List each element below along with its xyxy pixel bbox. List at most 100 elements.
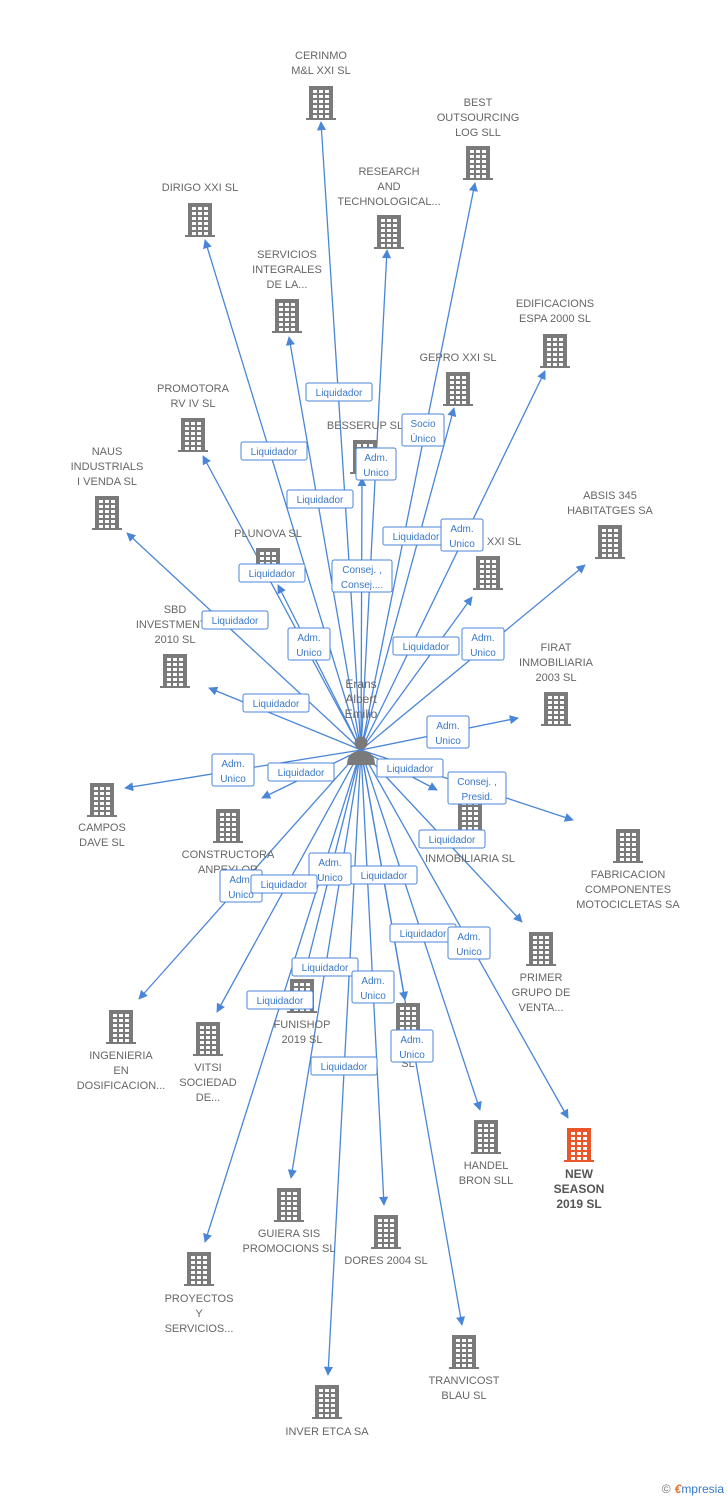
relation-label[interactable]: Adm.Unico	[440, 518, 484, 552]
relation-label[interactable]: Liquidador	[267, 762, 335, 782]
relation-label[interactable]: Liquidador	[382, 526, 450, 546]
relation-label[interactable]: Liquidador	[305, 382, 373, 402]
company-label-line: MOTOCICLETAS SA	[576, 899, 680, 911]
relation-text: Liquidador	[261, 880, 308, 891]
building-window	[571, 1152, 575, 1155]
company-node-inver[interactable]: INVER ETCA SA	[285, 1385, 369, 1438]
relation-label[interactable]: Adm.Unico	[308, 852, 352, 886]
relation-label[interactable]: Liquidador	[201, 610, 269, 630]
building-window	[232, 833, 236, 836]
building-window	[450, 381, 454, 384]
building-window	[462, 1349, 466, 1352]
relation-box	[401, 413, 445, 447]
relation-label[interactable]: Liquidador	[246, 990, 314, 1010]
company-node-gepro[interactable]: GEPRO XXI SL	[419, 352, 497, 406]
relation-label[interactable]: Liquidador	[238, 563, 306, 583]
building-window	[626, 848, 630, 851]
relation-label[interactable]: Adm.Unico	[287, 627, 331, 661]
relation-label[interactable]: Adm.Unico	[351, 970, 395, 1004]
building-window	[331, 1394, 335, 1397]
edge-research	[360, 249, 392, 751]
company-label-line: ABSIS 345	[583, 490, 637, 502]
company-label-line: PROMOTORA	[157, 383, 230, 395]
relation-label[interactable]: Liquidador	[250, 874, 318, 894]
relation-text: Adm.	[229, 875, 252, 886]
building-window	[294, 988, 298, 991]
relation-label[interactable]: Liquidador	[376, 758, 444, 778]
relation-label[interactable]: Adm.Unico	[211, 753, 255, 787]
building-window	[384, 1229, 388, 1232]
company-label-line: I VENDA SL	[77, 476, 137, 488]
building-window	[272, 552, 276, 555]
building-window	[626, 858, 630, 861]
company-node-constructora[interactable]: CONSTRUCTORAANPEYLOR	[182, 809, 275, 876]
company-node-dirigo[interactable]: DIRIGO XXI SL	[162, 182, 238, 237]
relation-label[interactable]: Adm.Unico	[461, 627, 505, 661]
building-base	[613, 861, 643, 863]
relation-label[interactable]: Liquidador	[310, 1056, 378, 1076]
company-label-line: FUNISHOP	[274, 1019, 331, 1031]
building-window	[456, 1344, 460, 1347]
building-window	[390, 1234, 394, 1237]
building-window	[226, 823, 230, 826]
building-window	[203, 1276, 207, 1279]
relation-label[interactable]: Liquidador	[350, 865, 418, 885]
building-window	[281, 1197, 285, 1200]
company-node-dores[interactable]: DORES 2004 SL	[344, 1215, 428, 1267]
relation-label[interactable]: Adm.Unico	[355, 447, 397, 481]
relation-label[interactable]: Liquidador	[291, 957, 359, 977]
relation-label[interactable]: Adm.Unico	[390, 1029, 434, 1063]
company-node-xxi[interactable]: XXI SL	[473, 536, 521, 590]
building-window	[378, 1234, 382, 1237]
building-window	[393, 219, 397, 222]
relation-label[interactable]: Liquidador	[389, 923, 457, 943]
relation-label[interactable]: Consej. ,Consej....	[331, 559, 393, 593]
building-window	[206, 1051, 210, 1054]
building-window	[287, 1192, 291, 1195]
building-base	[306, 118, 336, 120]
relation-label[interactable]: Adm.Unico	[426, 715, 470, 749]
building-window	[456, 1359, 460, 1362]
company-label-line: INVER ETCA SA	[285, 1426, 369, 1438]
relation-label[interactable]: Liquidador	[242, 693, 310, 713]
relation-box	[246, 990, 314, 1010]
building-window	[560, 711, 564, 714]
building-window	[206, 1041, 210, 1044]
relation-label[interactable]: Liquidador	[286, 489, 354, 509]
building-window	[185, 437, 189, 440]
relation-label[interactable]: Liquidador	[418, 829, 486, 849]
company-label-line: GUIERA SIS	[258, 1228, 320, 1240]
relation-label[interactable]: Adm.Unico	[447, 926, 491, 960]
building-window	[462, 1354, 466, 1357]
building-window	[450, 396, 454, 399]
edge-besserup	[357, 477, 367, 751]
relation-label[interactable]: Liquidador	[240, 441, 308, 461]
building-base	[287, 1011, 317, 1013]
building-window	[167, 683, 171, 686]
relation-label[interactable]: Consej. ,Presid.	[447, 771, 507, 805]
relation-label[interactable]: Liquidador	[392, 636, 460, 656]
